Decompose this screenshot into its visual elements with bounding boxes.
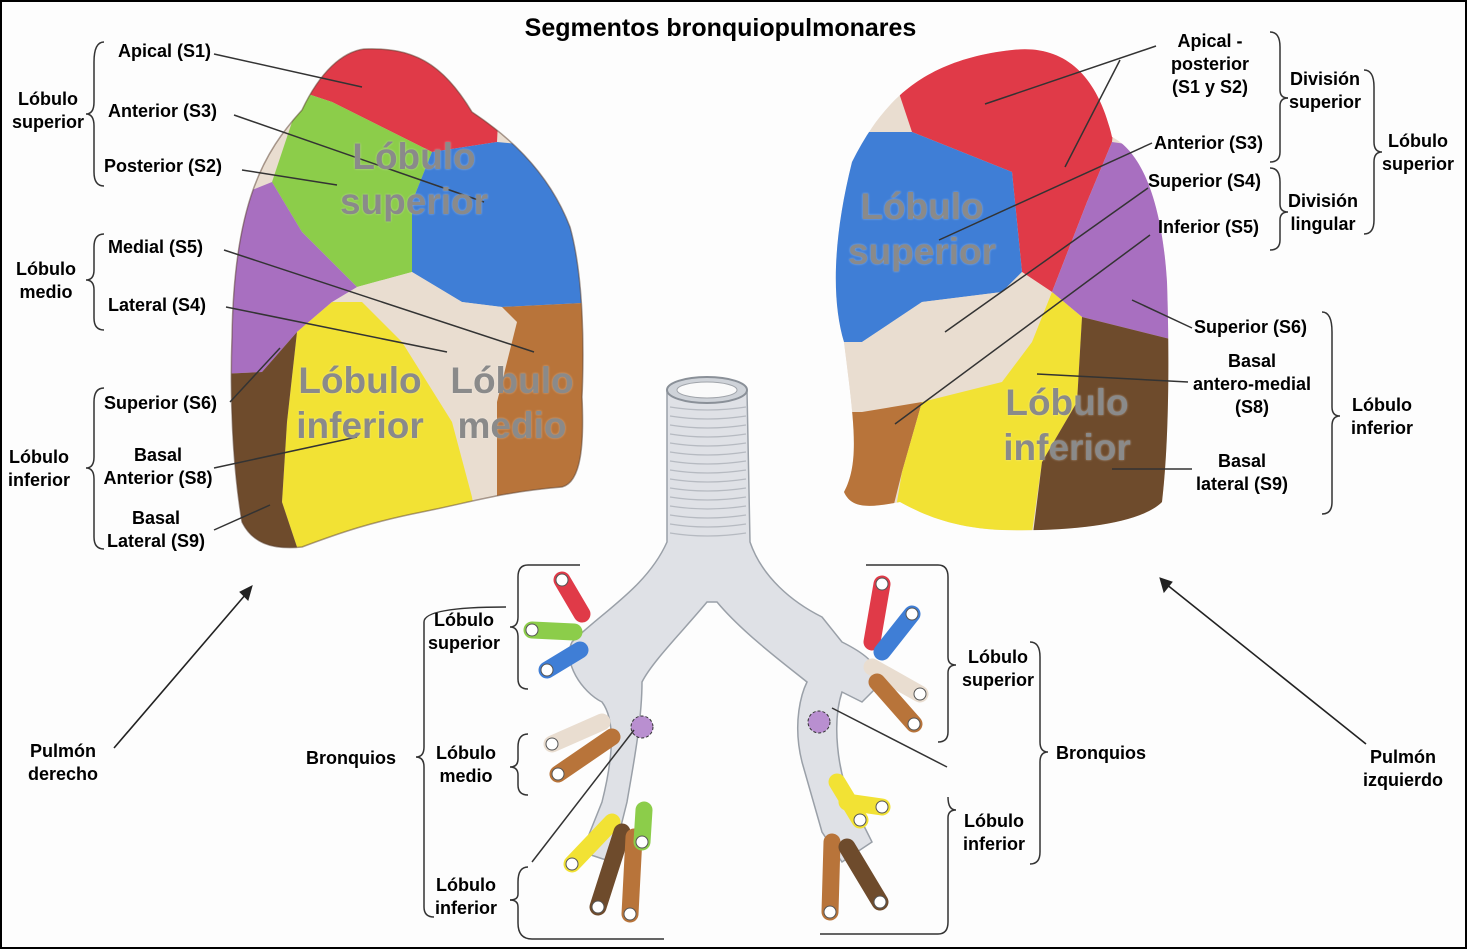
- bronchus-opening: [525, 623, 539, 637]
- label-left-lobe-superior: Lóbulo superior: [1381, 131, 1455, 174]
- label-superior-s4: Superior (S4): [1148, 171, 1262, 191]
- bronchus-opening: [905, 607, 919, 621]
- overlay-right-inferior: Lóbulo inferior: [296, 360, 424, 446]
- label-basal-lateral-s9: Basal Lateral (S9): [106, 508, 206, 551]
- label-bronchi-right-inferior: Lóbulo inferior: [434, 875, 497, 918]
- segmental-bronchus-stub: [821, 833, 841, 921]
- label-left-lobe-inferior: Lóbulo inferior: [1350, 395, 1413, 438]
- overlay-left-superior: Lóbulo superior: [847, 186, 997, 272]
- segmental-bronchus-stub: [863, 575, 891, 651]
- label-inferior-s5: Inferior (S5): [1158, 217, 1260, 237]
- segmental-bronchus-stub: [589, 823, 631, 916]
- bronchus-opening: [875, 800, 889, 814]
- label-apical-posterior: Apical - posterior (S1 y S2): [1170, 31, 1249, 97]
- bronchus-opening: [540, 663, 554, 677]
- segmental-bronchus-stub: [621, 828, 643, 923]
- label-division-lingular: División lingular: [1287, 191, 1358, 234]
- segmental-bronchus-stub: [868, 673, 923, 733]
- label-medial-s5: Medial (S5): [108, 237, 204, 257]
- label-bronchi-right-medio: Lóbulo medio: [436, 743, 496, 786]
- bronchus-opening: [565, 857, 579, 871]
- bronchus-opening: [623, 907, 637, 921]
- label-bronchi-left-inferior: Lóbulo inferior: [962, 811, 1025, 854]
- bronchus-opening: [907, 717, 921, 731]
- caption-right-lung: Pulmón derecho: [27, 741, 99, 784]
- label-posterior-s2: Posterior (S2): [104, 156, 223, 176]
- label-bronchi-right-superior: Lóbulo superior: [427, 610, 501, 653]
- segmental-bronchus-stub: [523, 621, 583, 641]
- label-left-anterior-s3: Anterior (S3): [1154, 133, 1264, 153]
- bronchus-opening: [551, 767, 565, 781]
- bronchus-opening: [875, 577, 889, 591]
- segmental-bronchus-stub: [563, 813, 621, 873]
- segmental-bronchus-stub: [549, 728, 621, 783]
- overlay-right-superior: Lóbulo superior: [339, 136, 489, 222]
- label-lateral-s4: Lateral (S4): [108, 295, 207, 315]
- label-bronchi-left-superior: Lóbulo superior: [961, 647, 1035, 690]
- segmental-bronchus-stub: [873, 605, 921, 661]
- bronchus-opening: [853, 813, 867, 827]
- caption-left-lung: Pulmón izquierdo: [1363, 747, 1443, 790]
- overlay-left-inferior: Lóbulo inferior: [1003, 382, 1131, 468]
- bronchus-opening: [823, 905, 837, 919]
- label-basal-anterior-s8: Basal Anterior (S8): [103, 445, 213, 488]
- leader-lines: [85, 31, 1383, 940]
- label-basal-anteromedial-s8: Basal antero-medial (S8): [1192, 351, 1312, 417]
- segmental-bronchus-stub: [838, 838, 889, 911]
- arrows: [113, 577, 1367, 749]
- right-lung: [231, 48, 583, 548]
- label-anterior-s3: Anterior (S3): [108, 101, 218, 121]
- segmental-bronchus-stub: [553, 571, 591, 623]
- bronchus-opening: [545, 737, 559, 751]
- label-bronchi-left: Bronquios: [1056, 743, 1146, 763]
- bronchus-opening: [913, 687, 927, 701]
- label-right-lobe-inferior: Lóbulo inferior: [7, 447, 70, 490]
- label-division-superior: División superior: [1288, 69, 1362, 112]
- label-right-lobe-medio: Lóbulo medio: [16, 259, 76, 302]
- bronchus-opening: [873, 895, 887, 909]
- bronchial-tree: [568, 376, 883, 864]
- segmental-bronchus-stub: [543, 713, 611, 753]
- label-superior-s6: Superior (S6): [104, 393, 218, 413]
- label-left-superior-s6: Superior (S6): [1194, 317, 1308, 337]
- label-bronchi-right: Bronquios: [306, 748, 396, 768]
- left-lung: [835, 49, 1169, 531]
- bronchus-opening: [591, 900, 605, 914]
- page-title: Segmentos bronquiopulmonares: [524, 14, 917, 42]
- overlay-right-medio: Lóbulo medio: [450, 360, 574, 446]
- label-apical-s1: Apical (S1): [118, 41, 212, 61]
- label-left-basal-lateral-s9: Basal lateral (S9): [1195, 451, 1289, 494]
- bronchus-opening: [635, 835, 649, 849]
- label-right-lobe-superior: Lóbulo superior: [11, 89, 85, 132]
- segmental-bronchus-stub: [863, 658, 929, 703]
- bronchus-opening: [555, 573, 569, 587]
- segmental-bronchi: [523, 571, 929, 923]
